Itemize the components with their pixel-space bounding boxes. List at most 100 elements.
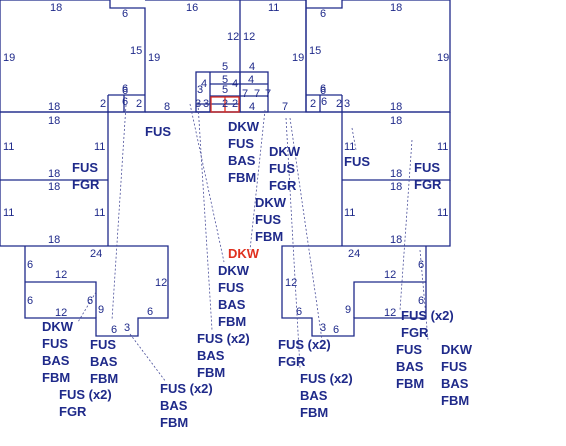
annotation-label: DKW bbox=[255, 195, 287, 210]
dimension-labels: 18 6 16 11 6 18 19 15 19 12 12 19 15 19 … bbox=[3, 2, 449, 336]
dimension-label: 12 bbox=[243, 31, 255, 43]
dimension-label: 3 bbox=[124, 322, 130, 334]
dimension-label: 2 bbox=[136, 98, 142, 110]
room-left-mid bbox=[0, 112, 108, 181]
leader-line bbox=[285, 117, 301, 369]
dimension-label: 18 bbox=[390, 181, 402, 193]
annotation-label-highlighted: DKW bbox=[228, 246, 260, 261]
room-bottom-left bbox=[24, 245, 169, 337]
dimension-label: 6 bbox=[418, 259, 424, 271]
annotation-label: FUS bbox=[90, 337, 116, 352]
annotation-label: FUS bbox=[218, 280, 244, 295]
annotation-label: FUS bbox=[42, 336, 68, 351]
leader-line bbox=[189, 103, 225, 263]
dimension-label: 18 bbox=[48, 115, 60, 127]
dimension-label: 6 bbox=[122, 96, 128, 108]
annotation-label: FBM bbox=[160, 415, 188, 430]
annotation-label: DKW bbox=[42, 319, 74, 334]
dimension-label: 19 bbox=[3, 52, 15, 64]
annotation-label: FBM bbox=[90, 371, 118, 386]
dimension-label: 12 bbox=[285, 277, 297, 289]
dimension-label: 6 bbox=[122, 8, 128, 20]
dimension-label: 19 bbox=[148, 52, 160, 64]
annotation-label: FUS (x2) bbox=[197, 331, 250, 346]
annotation-label: FGR bbox=[269, 178, 297, 193]
annotation-labels: FUS DKW FUS BAS FBM DKW FUS FGR DKW FUS … bbox=[42, 119, 473, 430]
dimension-label: 18 bbox=[390, 101, 402, 113]
dimension-label: 9 bbox=[98, 304, 104, 316]
dimension-label: 6 bbox=[27, 295, 33, 307]
annotation-label: FGR bbox=[72, 177, 100, 192]
annotation-label: FBM bbox=[42, 370, 70, 385]
annotation-label: FUS bbox=[145, 124, 171, 139]
dimension-label: 2 bbox=[100, 98, 106, 110]
annotation-label: FBM bbox=[197, 365, 225, 380]
dimension-label: 8 bbox=[164, 101, 170, 113]
dimension-label: 12 bbox=[155, 277, 167, 289]
dimension-label: 16 bbox=[186, 2, 198, 14]
annotation-label: BAS bbox=[300, 388, 328, 403]
annotation-label: FUS bbox=[228, 136, 254, 151]
dimension-label: 9 bbox=[345, 304, 351, 316]
room-bottom-right bbox=[281, 245, 427, 337]
annotation-label: FBM bbox=[300, 405, 328, 420]
annotation-label: FUS bbox=[269, 161, 295, 176]
dimension-label: 6 bbox=[122, 83, 128, 95]
dimension-label hot: 2 bbox=[222, 98, 228, 110]
room-bottom-left-inner bbox=[25, 281, 97, 318]
dimension-label: 6 bbox=[320, 8, 326, 20]
dimension-label: 11 bbox=[268, 2, 279, 14]
annotation-label: FUS (x2) bbox=[59, 387, 112, 402]
annotation-label: BAS bbox=[197, 348, 225, 363]
annotation-label: FUS bbox=[255, 212, 281, 227]
annotation-label: FBM bbox=[441, 393, 469, 408]
annotation-label: FBM bbox=[396, 376, 424, 391]
annotation-label: FUS (x2) bbox=[401, 308, 454, 323]
dimension-label: 4 bbox=[249, 61, 255, 73]
annotation-label: DKW bbox=[441, 342, 473, 357]
dimension-label: 18 bbox=[48, 101, 60, 113]
dimension-label: 7 bbox=[265, 88, 271, 100]
leader-line bbox=[197, 103, 213, 331]
dimension-label: 6 bbox=[122, 85, 128, 97]
annotation-label: FUS (x2) bbox=[300, 371, 353, 386]
dimension-label: 24 bbox=[348, 248, 360, 260]
dimension-label: 6 bbox=[147, 306, 153, 318]
dimension-label: 4 bbox=[249, 101, 255, 113]
dimension-label: 18 bbox=[50, 2, 62, 14]
leader-line bbox=[249, 109, 266, 251]
dimension-label: 11 bbox=[437, 207, 448, 219]
dimension-label: 11 bbox=[3, 207, 14, 219]
annotation-label: FUS bbox=[396, 342, 422, 357]
dimension-label: 6 bbox=[296, 306, 302, 318]
dimension-label: 4 bbox=[248, 74, 254, 86]
wall-outlines bbox=[0, 0, 451, 337]
dimension-label: 19 bbox=[292, 52, 304, 64]
dimension-label: 12 bbox=[55, 269, 67, 281]
dimension-label: 7 bbox=[282, 101, 288, 113]
annotation-label: DKW bbox=[218, 263, 250, 278]
leader-line bbox=[77, 291, 97, 323]
annotation-label: FUS (x2) bbox=[160, 381, 213, 396]
annotation-label: DKW bbox=[228, 119, 260, 134]
dimension-label: 2 bbox=[232, 98, 238, 110]
annotation-label: FUS bbox=[441, 359, 467, 374]
dimension-label: 11 bbox=[344, 141, 355, 153]
dimension-label: 5 bbox=[222, 84, 228, 96]
dimension-label: 18 bbox=[390, 168, 402, 180]
leader-line bbox=[129, 333, 167, 383]
dimension-label: 18 bbox=[390, 115, 402, 127]
annotation-label: BAS bbox=[228, 153, 256, 168]
dimension-label: 15 bbox=[309, 45, 321, 57]
dimension-label: 6 bbox=[87, 295, 93, 307]
dimension-label: 3 bbox=[320, 322, 326, 334]
dimension-label: 4 bbox=[232, 78, 238, 90]
dimension-label: 12 bbox=[384, 269, 396, 281]
annotation-label: BAS bbox=[396, 359, 424, 374]
dimension-label: 5 bbox=[222, 61, 228, 73]
dimension-label: 11 bbox=[437, 141, 448, 153]
annotation-label: BAS bbox=[160, 398, 188, 413]
annotation-label: FUS bbox=[344, 154, 370, 169]
